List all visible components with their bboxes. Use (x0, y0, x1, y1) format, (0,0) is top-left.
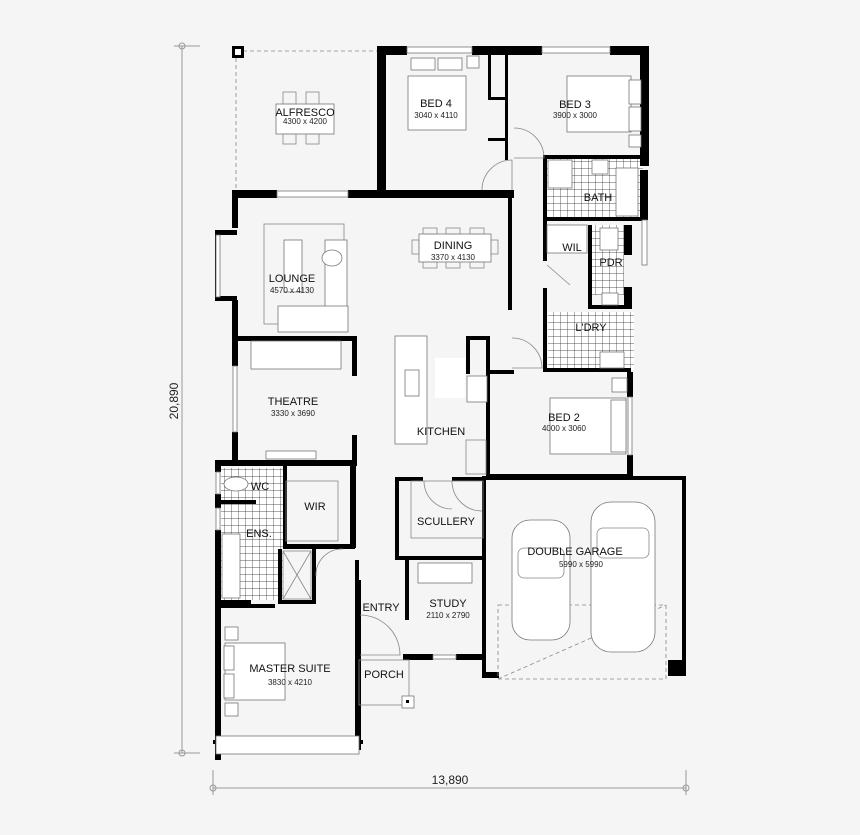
dimension-lines (174, 42, 690, 795)
room-label-lounge: LOUNGE (269, 273, 315, 285)
room-label-ens: ENS. (246, 528, 272, 540)
overall-width-label: 13,890 (432, 773, 469, 787)
room-label-entry: ENTRY (362, 602, 400, 614)
walls (213, 46, 686, 760)
room-size-dining: 3370 x 4130 (431, 253, 476, 262)
room-label-alfresco: ALFRESCO (275, 107, 335, 119)
room-size-bed2: 4000 x 3060 (542, 424, 587, 433)
room-label-pdr: PDR (599, 257, 622, 269)
room-size-alfresco: 4300 x 4200 (283, 117, 328, 126)
room-size-garage: 5990 x 5990 (559, 560, 604, 569)
room-labels: ALFRESCO 4300 x 4200 BED 4 3040 x 4110 B… (246, 98, 623, 687)
room-label-wir: WIR (304, 501, 325, 513)
windows (215, 46, 648, 755)
room-label-bath: BATH (584, 192, 613, 204)
doors (315, 127, 571, 656)
room-label-bed2: BED 2 (548, 412, 580, 424)
furniture (221, 55, 667, 717)
room-label-master-suite: MASTER SUITE (249, 663, 330, 675)
room-label-wc: WC (251, 481, 269, 493)
overall-depth-label: 20,890 (167, 382, 181, 419)
room-size-master-suite: 3830 x 4210 (268, 678, 313, 687)
room-label-porch: PORCH (364, 669, 404, 681)
room-label-bed4: BED 4 (420, 98, 452, 110)
room-label-kitchen: KITCHEN (417, 426, 465, 438)
room-size-bed3: 3900 x 3000 (553, 111, 598, 120)
room-label-scullery: SCULLERY (417, 516, 476, 528)
room-size-lounge: 4570 x 4130 (270, 286, 315, 295)
room-label-ldry: L'DRY (575, 322, 607, 334)
alfresco-outline (232, 46, 378, 190)
room-label-dining: DINING (434, 240, 473, 252)
room-size-theatre: 3330 x 3690 (271, 409, 316, 418)
room-label-garage: DOUBLE GARAGE (527, 546, 622, 558)
room-label-theatre: THEATRE (268, 396, 319, 408)
room-size-study: 2110 x 2790 (426, 611, 470, 620)
room-size-bed4: 3040 x 4110 (414, 111, 458, 120)
room-label-study: STUDY (429, 598, 467, 610)
room-label-wil: WIL (562, 242, 582, 254)
room-label-bed3: BED 3 (559, 99, 591, 111)
